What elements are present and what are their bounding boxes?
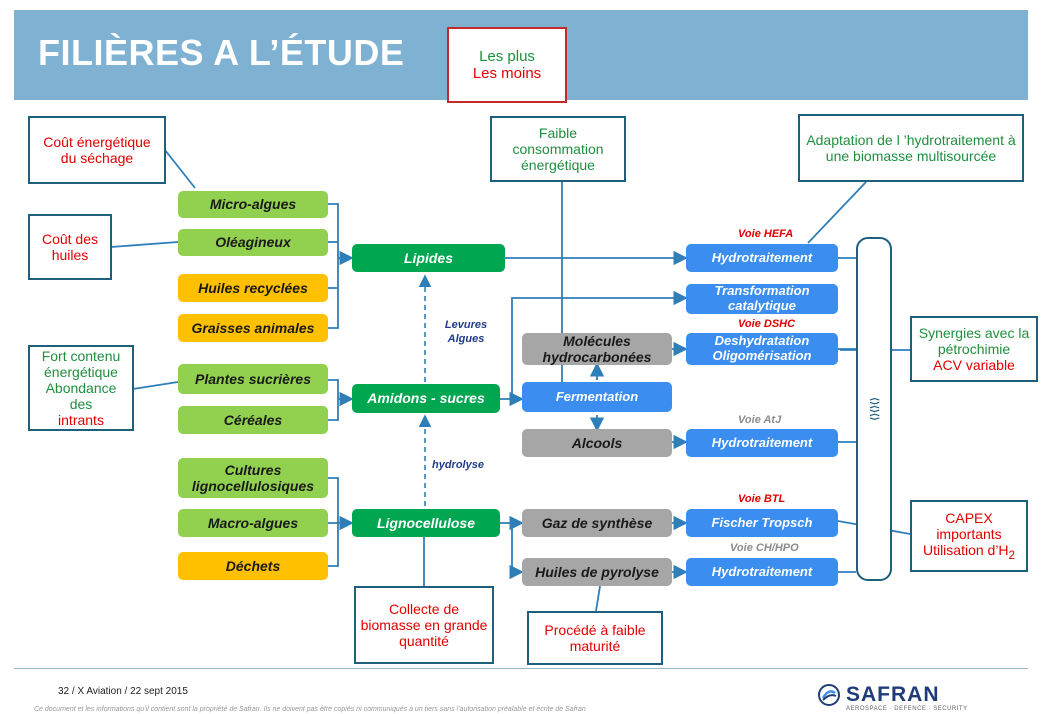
safran-tagline: AEROSPACE · DEFENCE · SECURITY <box>846 706 968 712</box>
process-hydrotraitement-chhpo: Hydrotraitement <box>686 558 838 586</box>
source-cultures: Cultures lignocellulosiques <box>178 458 328 498</box>
process-deshydratation: Deshydratation Oligomérisation <box>686 333 838 365</box>
process-hydrotraitement-atj: Hydrotraitement <box>686 429 838 457</box>
process-fischer-tropsch: Fischer Tropsch <box>686 509 838 537</box>
legend-moins: Les moins <box>472 65 542 82</box>
note-fort-contenu: Fort contenu énergétique Abondance des i… <box>28 345 134 431</box>
note-capex: CAPEX importants Utilisation d’H2 <box>910 500 1028 572</box>
process-fermentation: Fermentation <box>522 382 672 412</box>
output-bracket: ⟨⟩⟨⟩⟨⟩ <box>856 237 892 581</box>
note-synergies-moins: ACV variable <box>933 357 1015 374</box>
footer-divider <box>14 668 1028 669</box>
voie-atj: Voie AtJ <box>738 414 782 426</box>
node-huiles-pyrolyse: Huiles de pyrolyse <box>522 558 672 586</box>
source-dechets: Déchets <box>178 552 328 580</box>
process-hydrotraitement-hefa: Hydrotraitement <box>686 244 838 272</box>
node-molecules-hydrocarbonees: Molécules hydrocarbonées <box>522 333 672 365</box>
source-oleagineux: Oléagineux <box>178 229 328 256</box>
node-alcools: Alcools <box>522 429 672 457</box>
source-cereales: Céréales <box>178 406 328 434</box>
source-macro-algues: Macro-algues <box>178 509 328 537</box>
legend-plus: Les plus <box>479 47 535 65</box>
node-lignocellulose: Lignocellulose <box>352 509 500 537</box>
node-lipides: Lipides <box>352 244 505 272</box>
note-synergies: Synergies avec la pétrochimie ACV variab… <box>910 316 1038 382</box>
page-title: FILIÈRES A L’ÉTUDE <box>38 32 405 73</box>
source-plantes-sucrieres: Plantes sucrières <box>178 364 328 394</box>
note-faible-consommation: Faible consommation énergétique <box>490 116 626 182</box>
safran-wordmark: SAFRAN <box>846 683 940 706</box>
legend-box: Les plus Les moins <box>447 27 567 103</box>
source-huiles-recyclees: Huiles recyclées <box>178 274 328 302</box>
note-capex-sub: 2 <box>1008 548 1016 562</box>
note-synergies-plus: Synergies avec la pétrochimie <box>918 324 1030 357</box>
note-cout-sechage: Coût énergétique du séchage <box>28 116 166 184</box>
label-levures-algues: Levures Algues <box>444 319 488 346</box>
note-fort-contenu-plus: Fort contenu énergétique Abondance des <box>41 347 121 413</box>
voie-hefa: Voie HEFA <box>738 228 794 240</box>
voie-dshc: Voie DSHC <box>738 318 796 330</box>
note-cout-huiles: Coût des huiles <box>28 214 112 280</box>
note-adaptation: Adaptation de l ’hydrotraitement à une b… <box>798 114 1024 182</box>
node-gaz-synthese: Gaz de synthèse <box>522 509 672 537</box>
source-graisses-animales: Graisses animales <box>178 314 328 342</box>
source-micro-algues: Micro-algues <box>178 191 328 218</box>
note-capex-text: CAPEX importants Utilisation d’H <box>922 509 1009 558</box>
voie-btl: Voie BTL <box>738 493 786 505</box>
voie-chhpo: Voie CH/HPO <box>730 542 799 554</box>
node-amidons-sucres: Amidons - sucres <box>352 384 500 413</box>
label-hydrolyse: hydrolyse <box>432 459 484 471</box>
note-fort-contenu-moins: intrants <box>58 412 104 429</box>
process-transformation-catalytique: Transformation catalytique <box>686 283 838 314</box>
safran-logo: SAFRAN AEROSPACE · DEFENCE · SECURITY <box>818 683 967 712</box>
note-collecte: Collecte de biomasse en grande quantité <box>354 586 494 664</box>
safran-swirl-icon <box>818 684 840 706</box>
note-procede: Procédé à faible maturité <box>527 611 663 665</box>
footer-page-info: 32 / X Aviation / 22 sept 2015 <box>58 686 188 697</box>
footer-disclaimer: Ce document et les informations qu’il co… <box>34 706 586 713</box>
